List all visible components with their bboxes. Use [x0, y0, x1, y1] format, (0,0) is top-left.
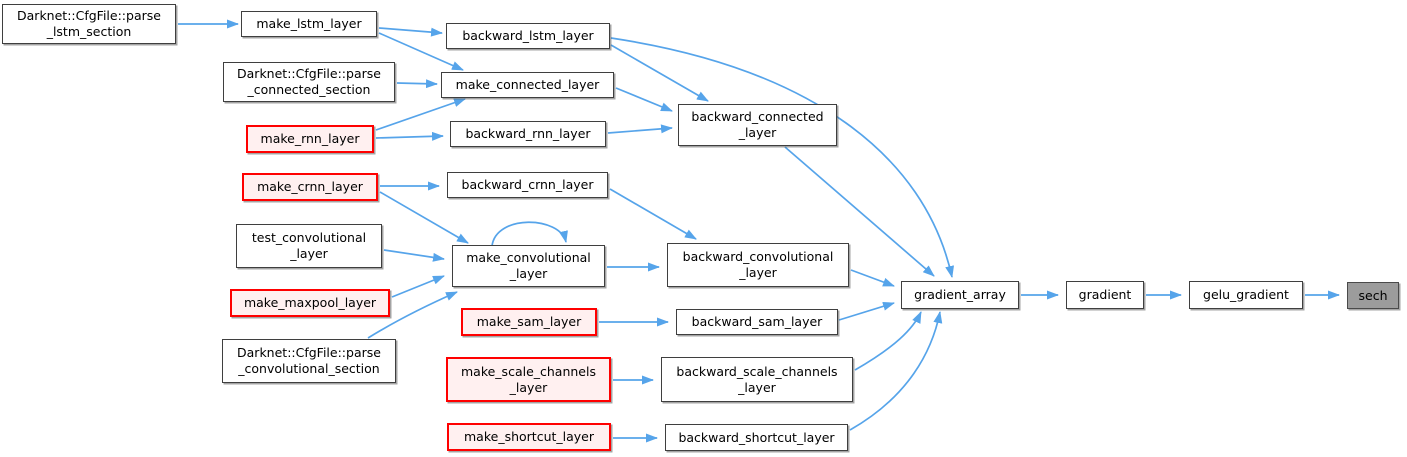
node-label: make_rnn_layer — [260, 131, 360, 147]
node-parse-convolutional-section[interactable]: Darknet::CfgFile::parse _convolutional_s… — [222, 339, 396, 383]
edge-make-rnn-to-make-connected — [375, 98, 466, 131]
edge-parse-convolutional-to-make-convolutional — [367, 291, 458, 339]
node-label: test_convolutional _layer — [251, 230, 367, 261]
node-backward-rnn-layer[interactable]: backward_rnn_layer — [450, 121, 606, 147]
node-label: gradient_array — [914, 287, 1006, 303]
node-sech: sech — [1347, 282, 1399, 309]
edge-make-lstm-to-backward-lstm — [378, 27, 443, 37]
edge-make-rnn-to-backward-rnn — [375, 131, 444, 141]
node-make-maxpool-layer[interactable]: make_maxpool_layer — [230, 289, 390, 317]
node-label: make_maxpool_layer — [243, 295, 377, 311]
node-parse-connected-section[interactable]: Darknet::CfgFile::parse _connected_secti… — [223, 62, 395, 102]
node-label: make_scale_channels _layer — [460, 363, 596, 395]
node-label: make_lstm_layer — [256, 16, 362, 32]
node-gradient-array[interactable]: gradient_array — [901, 281, 1019, 309]
edge-backward-scale-channels-to-gradient-array — [854, 311, 922, 371]
node-label: backward_convolutional _layer — [682, 249, 834, 280]
node-label: backward_sam_layer — [691, 314, 823, 330]
edge-backward-rnn-to-backward-connected — [607, 124, 673, 134]
node-backward-scale-channels-layer[interactable]: backward_scale_channels _layer — [661, 357, 853, 402]
node-make-crnn-layer[interactable]: make_crnn_layer — [242, 173, 378, 201]
node-make-sam-layer[interactable]: make_sam_layer — [461, 308, 597, 336]
edge-backward-sam-to-gradient-array — [838, 301, 895, 321]
node-make-convolutional-layer[interactable]: make_convolutional _layer — [452, 245, 605, 287]
edge-make-crnn-to-make-convolutional — [379, 191, 469, 244]
edge-backward-convolutional-to-gradient-array — [850, 269, 895, 287]
node-test-convolutional-layer[interactable]: test_convolutional _layer — [236, 224, 382, 268]
node-backward-sam-layer[interactable]: backward_sam_layer — [676, 309, 838, 335]
node-make-shortcut-layer[interactable]: make_shortcut_layer — [447, 423, 611, 451]
node-backward-convolutional-layer[interactable]: backward_convolutional _layer — [667, 243, 849, 287]
node-label: backward_rnn_layer — [465, 126, 591, 142]
edge-make-connected-to-backward-connected — [615, 87, 673, 112]
node-backward-lstm-layer[interactable]: backward_lstm_layer — [446, 23, 610, 49]
edge-backward-shortcut-to-gradient-array — [849, 311, 943, 431]
node-backward-shortcut-layer[interactable]: backward_shortcut_layer — [665, 424, 848, 451]
node-label: Darknet::CfgFile::parse _connected_secti… — [237, 66, 381, 97]
node-label: make_convolutional _layer — [466, 250, 591, 281]
node-label: Darknet::CfgFile::parse _lstm_section — [17, 8, 161, 39]
node-make-scale-channels-layer[interactable]: make_scale_channels _layer — [446, 357, 611, 402]
node-label: backward_scale_channels _layer — [676, 363, 838, 395]
edge-test-convolutional-to-make-convolutional — [383, 249, 445, 262]
node-label: Darknet::CfgFile::parse _convolutional_s… — [237, 345, 381, 376]
edge-make-lstm-to-make-connected — [378, 32, 464, 71]
node-label: make_crnn_layer — [257, 179, 363, 195]
node-backward-connected-layer[interactable]: backward_connected _layer — [678, 104, 837, 146]
edge-backward-connected-to-gradient-array — [784, 146, 935, 277]
edge-make-maxpool-to-make-convolutional — [391, 275, 445, 298]
node-label: gelu_gradient — [1203, 287, 1289, 303]
node-parse-lstm-section[interactable]: Darknet::CfgFile::parse _lstm_section — [2, 4, 176, 44]
node-label: make_connected_layer — [455, 77, 600, 93]
node-backward-crnn-layer[interactable]: backward_crnn_layer — [447, 172, 608, 198]
node-label: sech — [1358, 287, 1388, 303]
edge-parse-connected-to-make-connected — [396, 79, 438, 89]
node-label: make_sam_layer — [476, 314, 582, 330]
edge-make-convolutional-self-loop — [491, 221, 568, 247]
edge-backward-lstm-to-gradient-array — [610, 37, 955, 278]
node-label: backward_shortcut_layer — [678, 429, 835, 445]
node-make-rnn-layer[interactable]: make_rnn_layer — [246, 125, 374, 153]
node-gradient[interactable]: gradient — [1066, 281, 1144, 309]
node-gelu-gradient[interactable]: gelu_gradient — [1189, 281, 1303, 309]
edge-backward-crnn-to-backward-convolutional — [609, 188, 697, 240]
node-label: backward_connected _layer — [691, 109, 824, 140]
node-label: gradient — [1078, 287, 1132, 303]
node-make-lstm-layer[interactable]: make_lstm_layer — [241, 11, 377, 37]
node-make-connected-layer[interactable]: make_connected_layer — [441, 72, 614, 98]
node-label: backward_lstm_layer — [462, 28, 594, 44]
node-label: backward_crnn_layer — [461, 177, 594, 193]
edge-backward-lstm-to-backward-connected — [610, 44, 709, 102]
node-label: make_shortcut_layer — [464, 429, 594, 445]
